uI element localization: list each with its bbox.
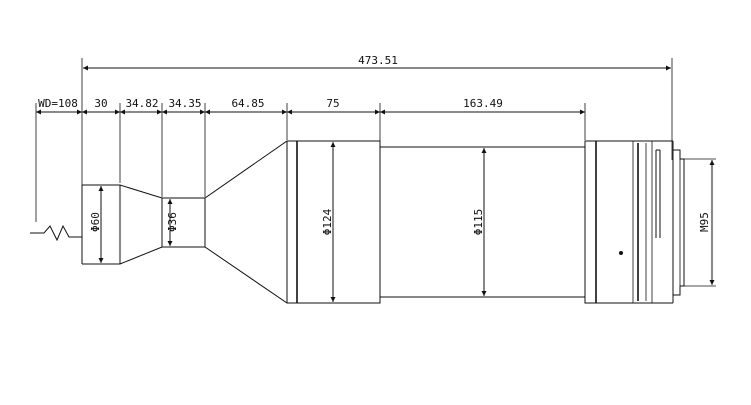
diameter-36-label: Φ36 <box>166 212 179 232</box>
wd-label: WD=108 <box>38 97 78 110</box>
segment-30-label: 30 <box>94 97 107 110</box>
segment-34-35-label: 34.35 <box>168 97 201 110</box>
diameter-dimensions: Φ60 Φ36 Φ124 Φ115 M95 <box>89 142 716 302</box>
segment-64-85-label: 64.85 <box>231 97 264 110</box>
segment-163-49-label: 163.49 <box>463 97 503 110</box>
diameter-60-label: Φ60 <box>89 212 102 232</box>
segment-34-82-label: 34.82 <box>125 97 158 110</box>
diameter-115-label: Φ115 <box>472 209 485 236</box>
thread-m95-label: M95 <box>698 212 711 232</box>
segment-dimensions: WD=108 30 34.82 34.35 64.85 75 163.49 <box>35 97 586 222</box>
segment-75-label: 75 <box>326 97 339 110</box>
diameter-124-label: Φ124 <box>321 208 334 235</box>
alignment-dot <box>619 251 623 255</box>
lens-body <box>81 140 685 304</box>
overall-length-dimension: 473.51 <box>81 54 673 185</box>
object-break-line <box>30 224 82 242</box>
overall-length-label: 473.51 <box>358 54 398 67</box>
